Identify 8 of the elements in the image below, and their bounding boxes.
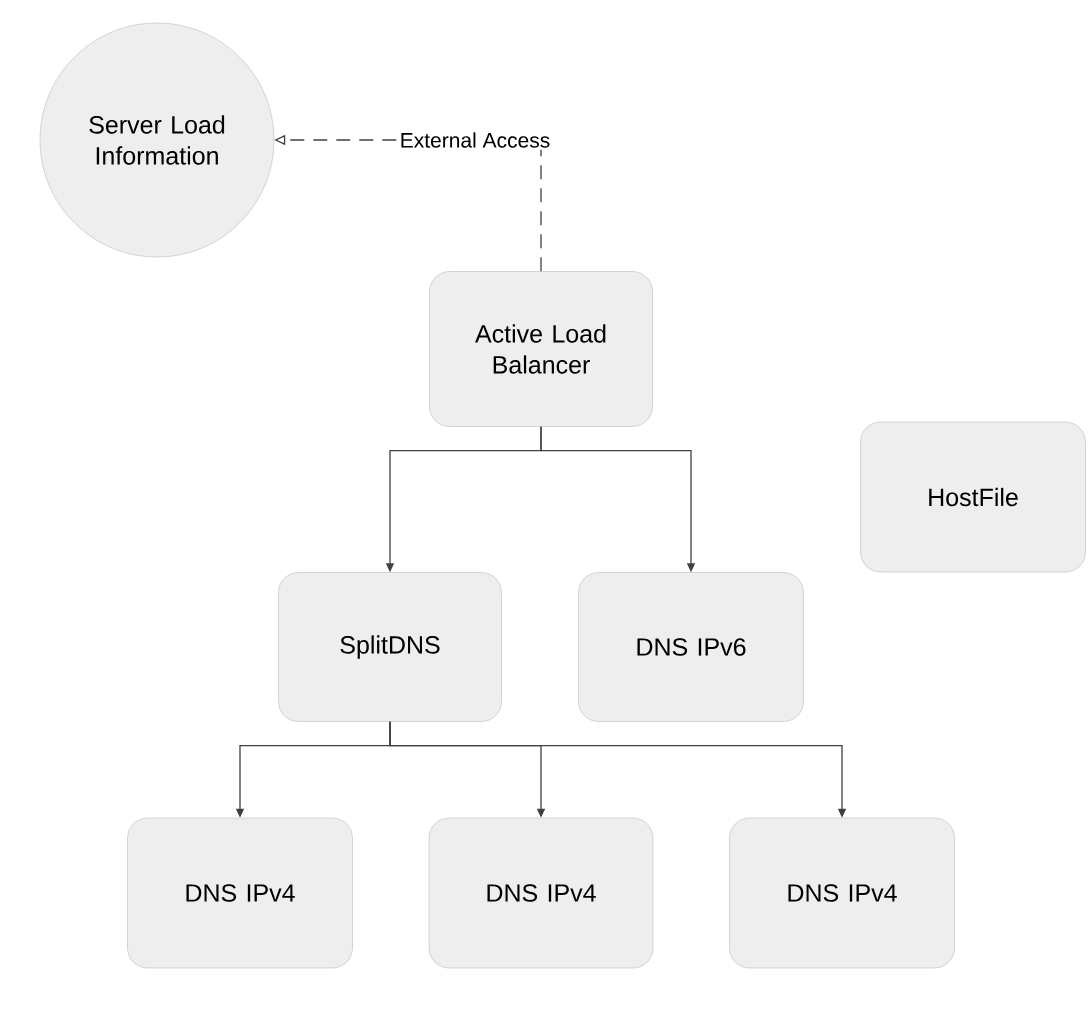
- process-box: DNS IPv4: [729, 817, 955, 969]
- edge-label: External Access: [397, 130, 553, 150]
- process-box: Active Load Balancer: [429, 271, 653, 427]
- process-box: DNS IPv4: [127, 817, 353, 969]
- process-box: DNS IPv6: [578, 572, 804, 722]
- process-box: DNS IPv4: [428, 817, 654, 969]
- process-box: HostFile: [860, 421, 1086, 573]
- process-box: SplitDNS: [278, 572, 502, 722]
